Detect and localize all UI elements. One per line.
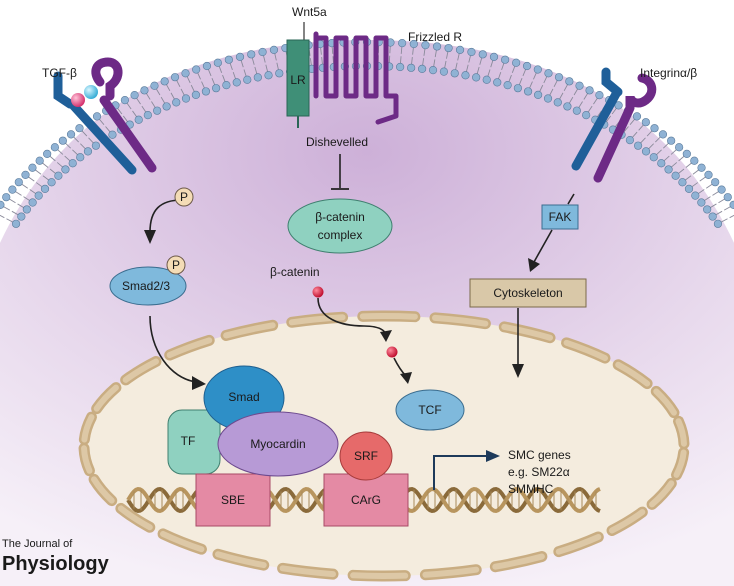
frizzled-receptor [313,31,399,125]
myocardin-protein [217,411,339,477]
cyto-arrowhead [512,364,524,378]
srf-protein [339,431,393,481]
bcatenin-complex: β-catenin complex [287,198,393,254]
smad23-label: Smad2/3 [122,279,170,293]
smad-arrowhead [192,376,206,390]
transcription-arrow [433,455,488,490]
carg-label: CArG [351,493,381,507]
svg-text:P: P [180,190,188,204]
bcatenin-arrowhead-1 [380,330,392,342]
svg-text:P: P [172,258,180,272]
logo-line1: The Journal of [2,538,73,550]
phosphate-smad: P [166,255,186,275]
fak-node: FAK [541,204,579,230]
phospho-arrowhead [144,230,156,244]
tgfb-receptor [53,57,157,175]
bcatenin-arrowhead-2 [400,372,412,384]
cytoskeleton-node: Cytoskeleton [469,278,587,308]
tgfb-ligand-pink [71,93,85,107]
smc-genes-line3: SMMHC [508,482,554,496]
smad23-node: Smad2/3 [109,266,187,306]
sbe-element [195,473,271,527]
smc-genes-line1: SMC genes [508,448,571,462]
tcf-node: TCF [395,389,465,431]
integrin-label: Integrinα/β [640,66,697,80]
srf-label: SRF [354,449,378,463]
frizzled-label: Frizzled R [408,30,462,44]
dishevelled-label: Dishevelled [306,135,368,149]
bcatenin-molecule-1 [312,286,324,298]
bcatenin-arrow-1 [317,297,387,335]
journal-logo: The Journal of Physiology [2,538,110,575]
bcatenin-label: β-catenin [270,265,320,279]
logo-line2: Physiology [2,553,110,575]
sbe-label: SBE [221,493,245,507]
transcription-complex: TF SBE Smad Myocardin CArG SRF [167,365,409,527]
bcat-complex-line2: complex [318,228,363,242]
transcription-arrowhead [486,450,500,462]
integrin-receptor [571,67,657,183]
nuclear-envelope [78,310,690,582]
tcf-label: TCF [418,403,441,417]
fak-arrowhead [528,258,540,272]
smc-genes-line2: e.g. SM22α [508,465,570,479]
bcatenin-molecule-2 [386,346,398,358]
bcat-complex-line1: β-catenin [315,210,365,224]
fak-to-cyto-arrow [533,229,553,263]
smad-label: Smad [228,390,259,404]
fak-label: FAK [549,210,572,224]
tgfb-label: TGF-β [42,66,77,80]
myocardin-label: Myocardin [250,437,305,451]
tgfb-ligand-cyan [84,85,98,99]
phosphate-top: P [174,187,194,207]
cytoskeleton-label: Cytoskeleton [493,286,562,300]
wnt5a-label: Wnt5a [292,5,327,19]
lrp-label: LR [290,73,306,87]
tf-label: TF [181,434,196,448]
smad-to-nucleus-arrow [149,315,197,383]
integrin-to-fak-line [567,193,575,205]
